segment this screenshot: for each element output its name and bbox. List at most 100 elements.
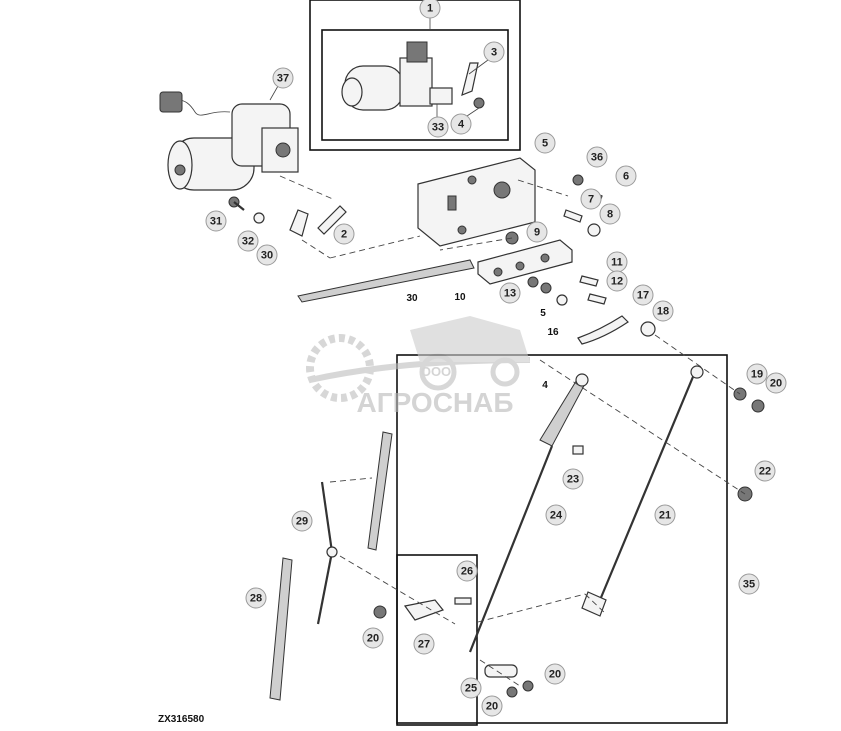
callout-1: 1 [419, 0, 441, 19]
callout-30: 30 [256, 244, 278, 266]
callout-circle [580, 188, 602, 210]
callout-circle [427, 116, 449, 138]
callout-circle [272, 67, 294, 89]
callout-circle [362, 627, 384, 649]
detail-box-linkage [396, 554, 478, 726]
callout-label: 30 [261, 250, 273, 262]
callout-36: 36 [586, 146, 608, 168]
plain-label: 5 [540, 308, 546, 319]
callout-label: 8 [607, 209, 613, 221]
callout-label: 6 [623, 171, 629, 183]
callout-label: 32 [242, 236, 254, 248]
callout-circle [652, 300, 674, 322]
link-bar-part [477, 239, 573, 285]
callout-label: 18 [657, 306, 669, 318]
callout-circle [483, 41, 505, 63]
callout-circle [545, 504, 567, 526]
callout-20: 20 [481, 695, 503, 717]
callout-label: 23 [567, 474, 579, 486]
mounting-plate-part [417, 157, 536, 247]
upper-blade-part [297, 259, 475, 303]
callout-label: 28 [250, 593, 262, 605]
callout-circle [256, 244, 278, 266]
callout-25: 25 [460, 677, 482, 699]
callout-28: 28 [245, 587, 267, 609]
watermark-main-text: АГРОСНАБ [357, 387, 514, 418]
wiper-arm-24 [468, 373, 589, 653]
callout-5: 5 [534, 132, 556, 154]
callout-circle [599, 203, 621, 225]
callout-circle [544, 663, 566, 685]
callout-circle [632, 284, 654, 306]
callout-19: 19 [746, 363, 768, 385]
wiper-arm-29 [316, 481, 338, 625]
callout-circle [456, 560, 478, 582]
diagram-code: ZX316580 [158, 714, 205, 725]
callout-circle [481, 695, 503, 717]
callout-circle [654, 504, 676, 526]
fasteners [228, 174, 765, 698]
callout-31: 31 [205, 210, 227, 232]
callout-circle [419, 0, 441, 19]
detail-inner-box [321, 29, 509, 141]
callout-label: 31 [210, 216, 222, 228]
callout-32: 32 [237, 230, 259, 252]
callout-circle [245, 587, 267, 609]
callout-circle [291, 510, 313, 532]
callout-18: 18 [652, 300, 674, 322]
callout-label: 3 [491, 47, 497, 59]
callout-26: 26 [456, 560, 478, 582]
callout-label: 4 [458, 119, 465, 131]
wiper-blade-center [367, 431, 393, 551]
callout-9: 9 [526, 221, 548, 243]
callout-circle [237, 230, 259, 252]
callout-33: 33 [427, 116, 449, 138]
callout-label: 25 [465, 683, 477, 695]
callout-label: 20 [367, 633, 379, 645]
callout-label: 20 [770, 378, 782, 390]
plain-label: 16 [547, 327, 559, 338]
callout-17: 17 [632, 284, 654, 306]
callout-label: 12 [611, 276, 623, 288]
callout-label: 11 [611, 257, 623, 269]
callout-label: 26 [461, 566, 473, 578]
callout-label: 13 [504, 288, 516, 300]
callout-circle [746, 363, 768, 385]
assembly-lines [279, 175, 746, 687]
callout-label: 35 [743, 579, 755, 591]
callout-label: 2 [341, 229, 347, 241]
callout-circle [606, 270, 628, 292]
callout-22: 22 [754, 460, 776, 482]
callout-label: 37 [277, 73, 289, 85]
callout-circle [413, 633, 435, 655]
callout-label: 20 [486, 701, 498, 713]
callout-7: 7 [580, 188, 602, 210]
wiper-blade-left [269, 557, 293, 701]
callout-circle [460, 677, 482, 699]
callout-24: 24 [545, 504, 567, 526]
plain-labels: 30 10 5 16 4 [406, 292, 559, 391]
callout-37: 37 [272, 67, 294, 89]
callout-27: 27 [413, 633, 435, 655]
callout-29: 29 [291, 510, 313, 532]
callout-label: 24 [550, 510, 563, 522]
callout-20: 20 [765, 372, 787, 394]
callout-label: 33 [432, 122, 444, 134]
callout-circle [534, 132, 556, 154]
plain-label: 4 [542, 380, 548, 391]
callout-label: 1 [427, 3, 433, 15]
callout-label: 22 [759, 466, 771, 478]
callout-35: 35 [738, 573, 760, 595]
callout-circle [526, 221, 548, 243]
callout-circle [499, 282, 521, 304]
callout-label: 29 [296, 516, 308, 528]
callout-12: 12 [606, 270, 628, 292]
wiper-motor-part [159, 85, 299, 191]
callout-23: 23 [562, 468, 584, 490]
callout-circle [754, 460, 776, 482]
callout-11: 11 [606, 251, 628, 273]
callout-20: 20 [362, 627, 384, 649]
